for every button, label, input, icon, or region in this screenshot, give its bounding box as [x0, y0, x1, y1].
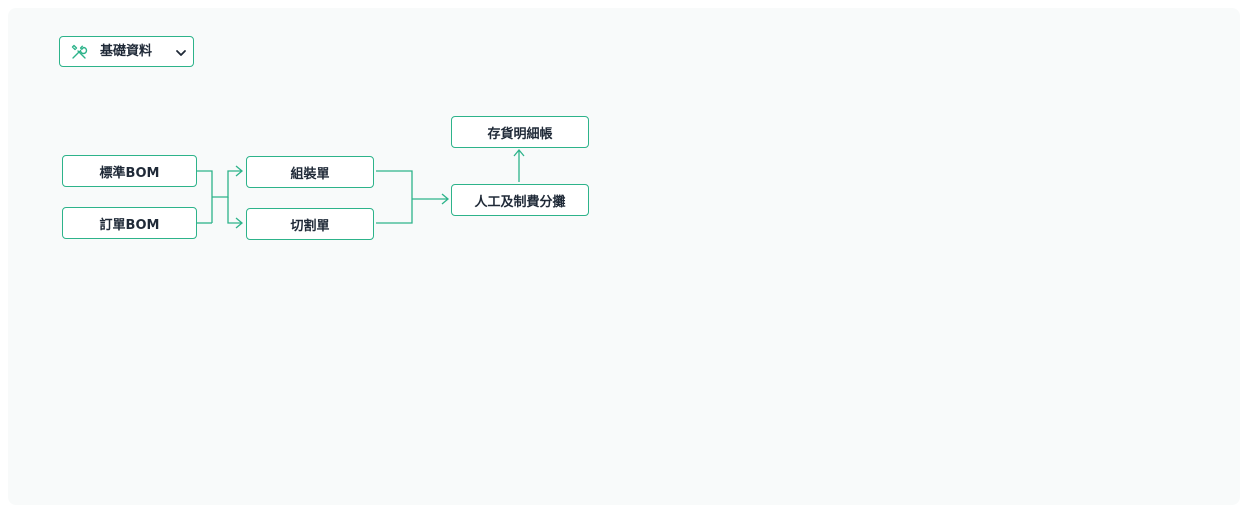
- diagram-canvas: [8, 8, 1240, 505]
- node-assembly-order[interactable]: 組裝單: [246, 156, 374, 188]
- node-standard-bom[interactable]: 標準BOM: [62, 155, 197, 187]
- dropdown-label: 基礎資料: [100, 44, 153, 59]
- tools-icon: [71, 44, 88, 59]
- node-cutting-order[interactable]: 切割單: [246, 208, 374, 240]
- node-inventory-ledger[interactable]: 存貨明細帳: [451, 116, 589, 148]
- basic-data-dropdown[interactable]: 基礎資料: [59, 36, 194, 67]
- node-labor-overhead-allocation[interactable]: 人工及制費分攤: [451, 184, 589, 216]
- chevron-down-icon: [176, 50, 186, 56]
- node-order-bom[interactable]: 訂單BOM: [62, 207, 197, 239]
